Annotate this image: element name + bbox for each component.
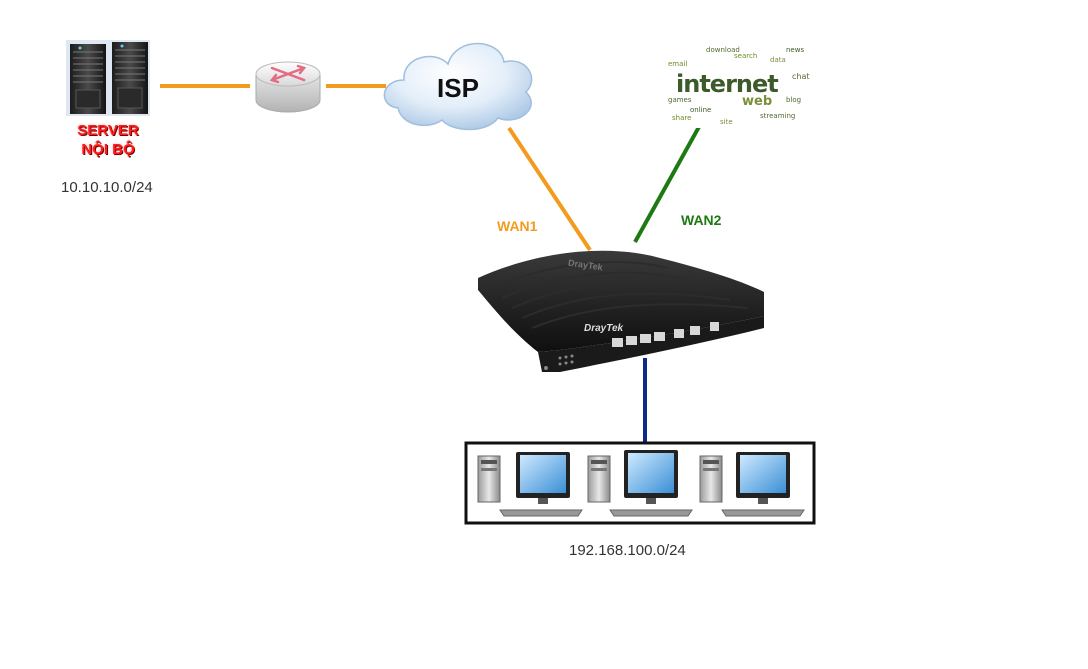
word-cloud-word: blog	[786, 96, 802, 104]
workstation-2	[587, 450, 693, 517]
workstation-3	[699, 452, 805, 517]
word-cloud-word: site	[720, 118, 733, 126]
word-cloud-word: chat	[792, 72, 810, 81]
wan2-line	[633, 124, 702, 243]
server-title: SERVER NỘI BỘ	[48, 121, 168, 159]
server-title-line1: SERVER	[77, 122, 139, 139]
draytek-router-icon	[478, 250, 764, 372]
word-cloud-word: games	[668, 96, 692, 104]
wan1-label: WAN1	[497, 218, 538, 234]
server-subnet-label: 10.10.10.0/24	[61, 179, 153, 196]
word-cloud-word: online	[690, 106, 712, 114]
word-cloud-secondary: web	[742, 94, 773, 109]
wan1-line	[507, 126, 592, 252]
workstations-icon	[464, 441, 816, 525]
word-cloud-word: share	[672, 114, 692, 122]
isp-label: ISP	[437, 73, 479, 103]
word-cloud-word: news	[786, 46, 805, 54]
wan2-label: WAN2	[681, 212, 722, 228]
word-cloud-word: streaming	[760, 112, 796, 120]
word-cloud-word: data	[770, 56, 786, 64]
word-cloud-word: email	[668, 60, 688, 68]
cloud-icon	[383, 42, 533, 131]
router-icon	[255, 61, 321, 113]
gateway-brand-front: DrayTek	[584, 323, 624, 334]
workstation-1	[477, 452, 583, 517]
server-rack-icon	[66, 40, 150, 116]
word-cloud-word: download	[706, 46, 740, 54]
server-title-line2: NỘI BỘ	[81, 141, 135, 158]
lan-subnet-label: 192.168.100.0/24	[569, 542, 686, 559]
word-cloud-main: internet	[676, 70, 779, 98]
word-cloud-word: search	[734, 52, 758, 60]
word-cloud-icon	[664, 40, 814, 128]
